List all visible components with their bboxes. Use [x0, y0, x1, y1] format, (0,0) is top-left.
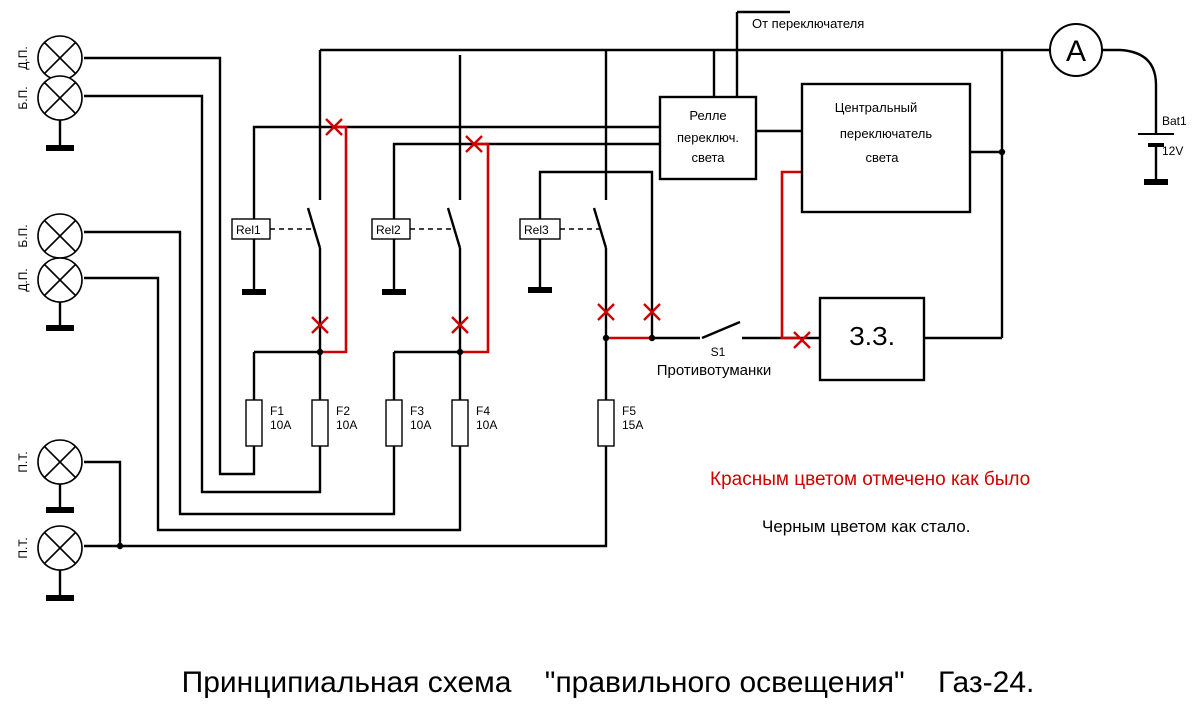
relay-contacts [270, 207, 608, 249]
red-path-central [780, 170, 802, 340]
rel1-contact-blade [306, 207, 322, 249]
lamp-dp-top-label: Д.П. [16, 46, 30, 69]
cut-mark-rel1-top [325, 118, 343, 136]
ignition-switch-box [818, 296, 926, 382]
from-switch-label: От переключателя [752, 16, 864, 31]
f5-name: F5 [622, 404, 636, 418]
lamp-bp-top [37, 75, 83, 121]
lamp-bp-mid-label: Б.П. [16, 224, 30, 247]
rel2-contact-blade [446, 207, 462, 249]
lamp-pt-1-label: П.Т. [16, 451, 30, 472]
fuse-f2 [311, 399, 329, 447]
ammeter-symbol: A [1066, 35, 1086, 68]
s1-switch-blade [701, 320, 741, 340]
rel1-coil-line [252, 125, 660, 228]
lamp-pt-1 [37, 439, 83, 485]
central-switch-line-3: света [865, 150, 899, 165]
cut-mark-rel1-bottom [311, 316, 329, 334]
central-switch-line-2: переключатель [840, 126, 933, 141]
cut-mark-ignition [793, 331, 811, 349]
rel2-label: Rel2 [376, 223, 401, 237]
f5-rating: 15A [622, 418, 643, 432]
cut-mark-rel2-bottom [451, 316, 469, 334]
s1-label: S1 [711, 345, 726, 359]
central-switch-line-1: Центральный [835, 100, 918, 115]
f4-rating: 10A [476, 418, 497, 432]
lamp-labels: Д.П. Б.П. Б.П. Д.П. П.Т. П.Т. [16, 46, 30, 558]
rel3-coil-line [538, 170, 654, 338]
ignition-label: З.З. [849, 321, 895, 351]
f3-rating: 10A [410, 418, 431, 432]
ammeter: A [1049, 23, 1103, 77]
relay-box-line-2: переключ. [677, 130, 739, 145]
f4-name: F4 [476, 404, 490, 418]
red-wiring [320, 125, 802, 354]
fuses: F1 10A F2 10A F3 10A F4 10A F5 15A [245, 399, 643, 447]
lamps [37, 35, 83, 571]
battery-voltage: 12V [1162, 144, 1183, 158]
cut-mark-rel2-top [465, 135, 483, 153]
cut-mark-rel3-left [597, 303, 615, 321]
battery-name: Bat1 [1162, 114, 1187, 128]
f3-name: F3 [410, 404, 424, 418]
red-cut-marks [311, 118, 811, 349]
relay-box-line-3: света [691, 150, 725, 165]
lamp-bp-mid [37, 213, 83, 259]
f5-to-fog-lamps [120, 455, 608, 548]
f2-to-lamp-bp-top [84, 94, 322, 494]
lamp-pt-2-label: П.Т. [16, 537, 30, 558]
f1-to-lamp-dp-top [84, 56, 256, 476]
rel3-box [519, 218, 561, 240]
fuse-f5 [597, 399, 615, 447]
relay-box-line-1: Релле [689, 108, 726, 123]
red-path-rel2 [460, 142, 490, 354]
lamp-bp-top-label: Б.П. [16, 86, 30, 109]
fuse-f3 [385, 399, 403, 447]
lamp-pt-2 [37, 525, 83, 571]
fuse-f1 [245, 399, 263, 447]
light-switch-relay-box [658, 95, 758, 181]
rel1-label: Rel1 [236, 223, 261, 237]
rel3-contact-blade [592, 207, 608, 249]
rel3-label: Rel3 [524, 223, 549, 237]
f3-to-lamp-bp-mid [84, 230, 396, 516]
fuse-f4 [451, 399, 469, 447]
red-path-rel1 [320, 125, 348, 354]
lamp-dp-mid [37, 257, 83, 303]
lamp-dp-mid-label: Д.П. [16, 268, 30, 291]
f4-to-lamp-dp-mid [84, 276, 462, 532]
black-wiring [58, 10, 1158, 596]
ammeter-to-battery [1102, 48, 1158, 134]
f2-rating: 10A [336, 418, 357, 432]
fog-lamp-1-feed [84, 460, 122, 546]
f1-rating: 10A [270, 418, 291, 432]
relay-coil-boxes: Rel1 Rel2 Rel3 [231, 218, 561, 240]
ground-symbols [46, 145, 552, 601]
fog-lights-label: Противотуманки [657, 362, 771, 379]
legend-black-note: Черным цветом как стало. [762, 517, 970, 536]
lamp-dp-top [37, 35, 83, 81]
rel2-box [371, 218, 411, 240]
cut-mark-rel3-right [643, 303, 661, 321]
rel2-coil-line [392, 142, 660, 228]
page-title: Принципиальная схема "правильного освеще… [182, 666, 1035, 699]
control-boxes: Релле переключ. света Центральный перекл… [658, 82, 972, 382]
rel1-box [231, 218, 271, 240]
battery: Bat1 12V [1138, 114, 1187, 185]
f1-name: F1 [270, 404, 284, 418]
f2-name: F2 [336, 404, 350, 418]
central-light-switch-box [800, 82, 972, 214]
junction-dots [116, 148, 1006, 550]
legend-red-note: Красным цветом отмечено как было [710, 469, 1030, 490]
